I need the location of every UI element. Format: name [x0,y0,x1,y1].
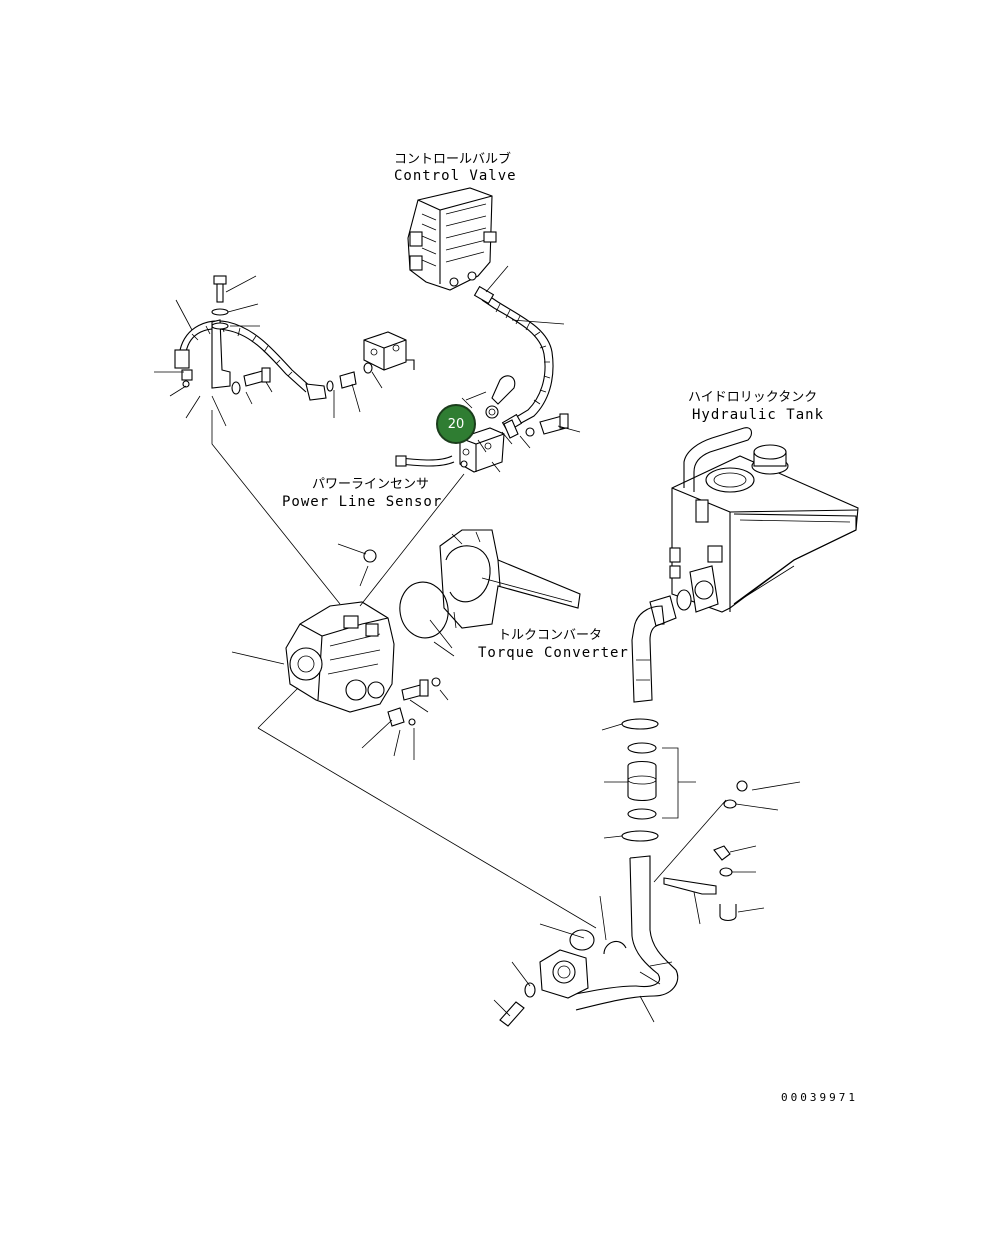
hydraulic-pump [285,549,441,727]
suction-pipe [563,595,679,1011]
power-line-sensor-label-jp: パワーラインセンサ [312,477,430,492]
torque-converter-label-en: Torque Converter [478,645,629,661]
gasket-ring [399,581,449,639]
hydraulic-tank-label-jp: ハイドロリックタンク [688,390,818,405]
part-number: 00039971 [781,1091,858,1104]
mounting-block [363,331,415,371]
bracket-parts [663,780,748,922]
torque-converter-housing [439,529,581,629]
hydraulic-tank-label-en: Hydraulic Tank [692,407,825,423]
callout-marker[interactable]: 20 [436,404,476,444]
left-hose-assembly [174,275,373,401]
hydraulic-tank [669,427,859,613]
control-valve-label-en: Control Valve [394,168,517,184]
bottom-flange [499,929,627,1027]
control-valve [407,187,497,291]
leader-lines [154,265,801,1023]
torque-converter-label-jp: トルクコンバータ [498,628,603,643]
control-valve-label-jp: コントロールバルブ [394,152,512,167]
power-line-sensor-label-en: Power Line Sensor [282,494,443,510]
hydraulic-hose-upper [473,285,554,433]
power-line-sensor [395,375,569,473]
